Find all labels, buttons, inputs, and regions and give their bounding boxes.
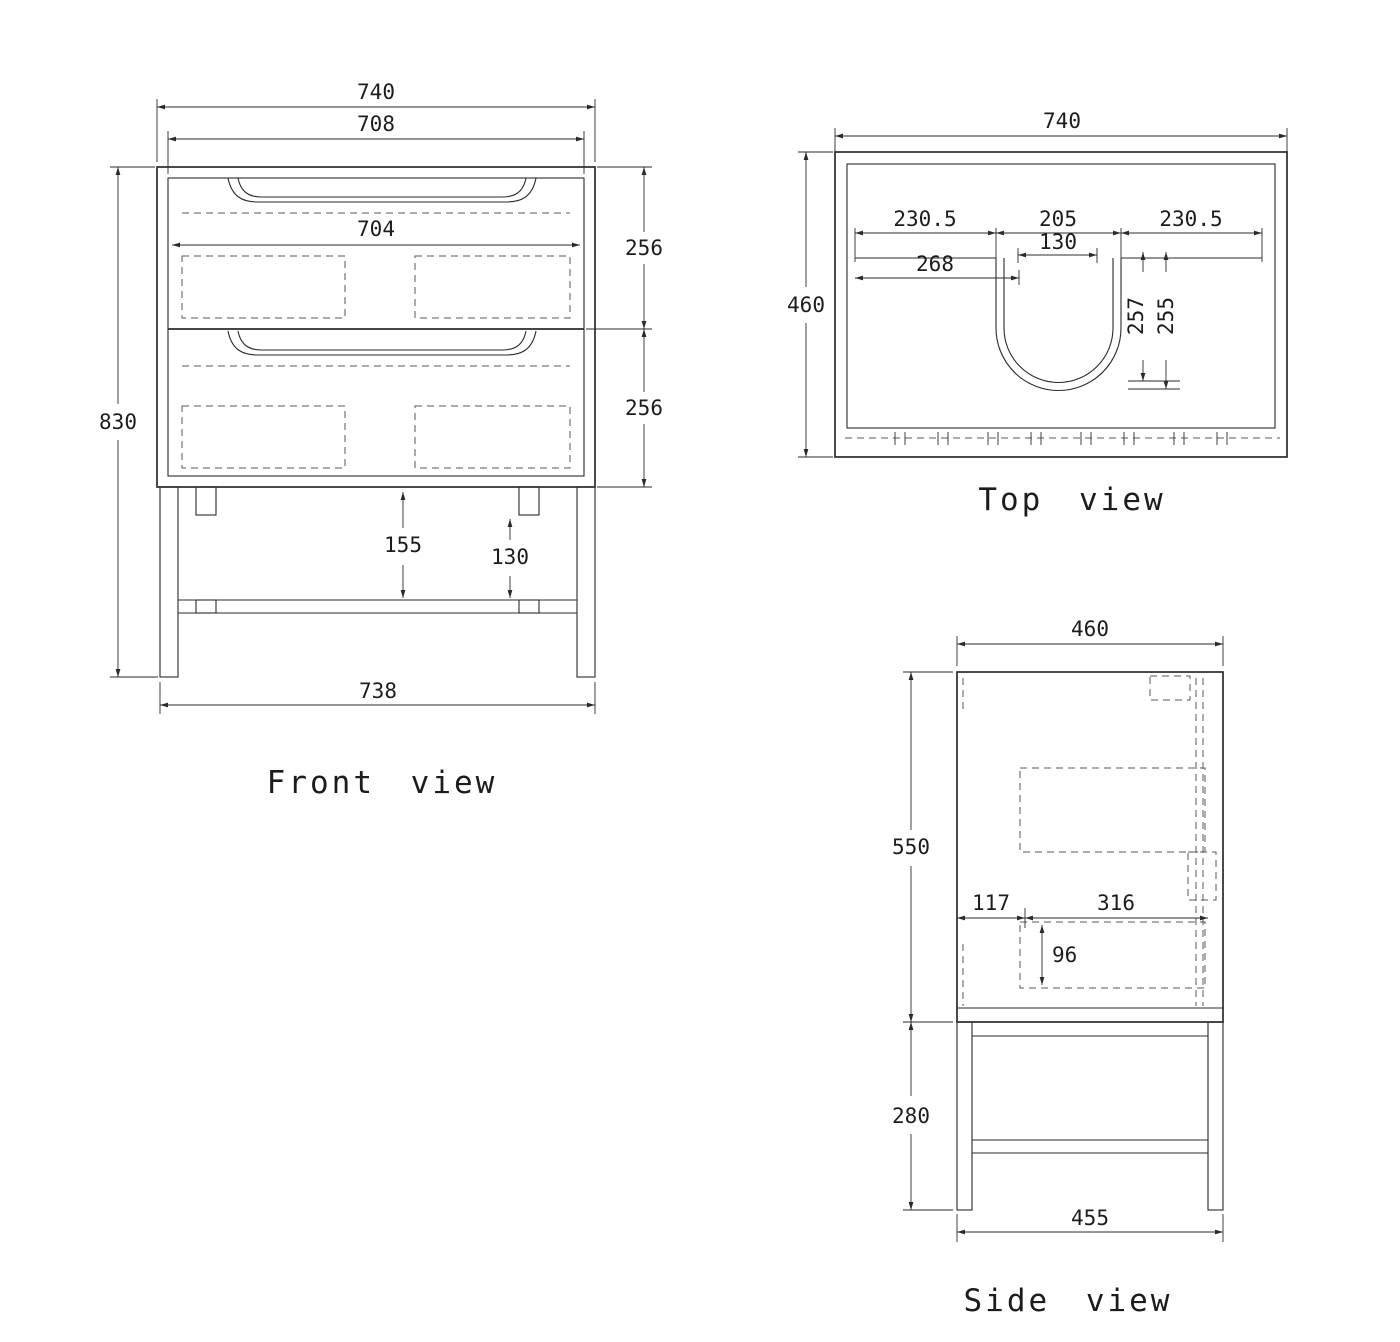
side-dim-550: 550 bbox=[892, 835, 930, 859]
top-dim-257: 257 bbox=[1124, 297, 1148, 335]
front-dim-256-lower: 256 bbox=[625, 396, 663, 420]
front-view-label: Front view bbox=[267, 765, 498, 801]
front-dim-130: 130 bbox=[491, 545, 529, 569]
front-dimensions: 740 708 704 256 256 830 bbox=[99, 80, 663, 714]
front-view: 740 708 704 256 256 830 bbox=[99, 80, 663, 801]
top-dim-740: 740 bbox=[1043, 109, 1081, 133]
top-front-edge-clips bbox=[845, 432, 1280, 445]
top-dimensions: 740 460 230.5 205 230.5 130 bbox=[787, 109, 1288, 458]
front-dim-830: 830 bbox=[99, 410, 137, 434]
side-dim-96: 96 bbox=[1052, 943, 1077, 967]
top-dim-268: 268 bbox=[916, 252, 954, 276]
front-dim-704: 704 bbox=[357, 217, 395, 241]
top-outline bbox=[834, 151, 1288, 458]
top-dim-255: 255 bbox=[1154, 297, 1178, 335]
front-dim-708: 708 bbox=[357, 112, 395, 136]
top-dim-460: 460 bbox=[787, 293, 825, 317]
front-leg-frame bbox=[159, 486, 596, 678]
top-view-label: Top view bbox=[978, 482, 1165, 518]
top-dim-230-left: 230.5 bbox=[893, 207, 956, 231]
side-dimensions: 460 550 280 117 316 96 455 bbox=[892, 617, 1224, 1242]
front-dim-155: 155 bbox=[384, 533, 422, 557]
side-hidden-details bbox=[962, 675, 1217, 1006]
top-dim-130: 130 bbox=[1039, 230, 1077, 254]
side-dim-280: 280 bbox=[892, 1104, 930, 1128]
side-view: 460 550 280 117 316 96 455 bbox=[892, 617, 1224, 1319]
front-dim-740: 740 bbox=[357, 80, 395, 104]
side-dim-460: 460 bbox=[1071, 617, 1109, 641]
side-dim-117: 117 bbox=[972, 891, 1010, 915]
side-dim-316: 316 bbox=[1097, 891, 1135, 915]
top-basin-cutout bbox=[995, 258, 1122, 392]
front-dim-256-upper: 256 bbox=[625, 236, 663, 260]
front-drawer-2 bbox=[181, 330, 571, 469]
side-dim-455: 455 bbox=[1071, 1206, 1109, 1230]
side-cabinet-outline bbox=[956, 671, 1224, 1023]
front-cabinet-outline bbox=[156, 166, 596, 488]
top-view: 740 460 230.5 205 230.5 130 bbox=[787, 109, 1288, 518]
side-leg-frame bbox=[956, 1021, 1224, 1211]
side-view-label: Side view bbox=[964, 1283, 1173, 1319]
top-dim-230-right: 230.5 bbox=[1159, 207, 1222, 231]
front-drawer-1 bbox=[181, 177, 571, 319]
front-dim-738: 738 bbox=[359, 679, 397, 703]
top-dim-205: 205 bbox=[1039, 207, 1077, 231]
